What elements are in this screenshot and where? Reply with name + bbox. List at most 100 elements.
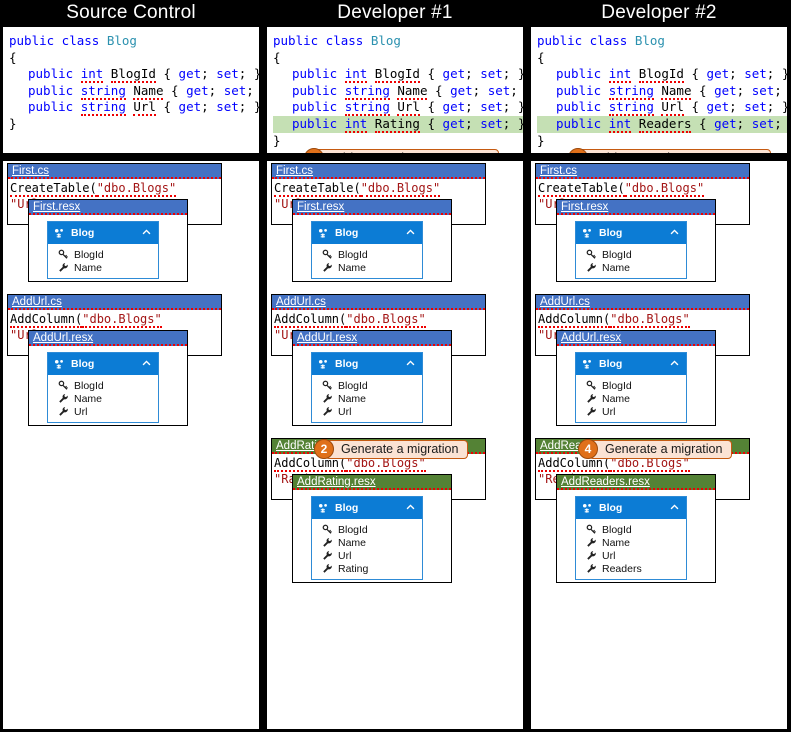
callout-label: Add a Rating property [315, 148, 500, 153]
migration-resx-filename[interactable]: AddUrl.resx [29, 331, 187, 346]
entity-property: BlogId [322, 523, 422, 536]
migration-resx-filename[interactable]: First.resx [557, 200, 715, 215]
chevron-up-icon[interactable] [669, 358, 680, 371]
code-type: string [608, 99, 654, 117]
migration-resx-filename[interactable]: AddUrl.resx [557, 331, 715, 346]
migration-cs-filename[interactable]: First.cs [8, 164, 221, 179]
code-type: string [344, 82, 390, 100]
code-class-line: public class Blog [537, 33, 665, 48]
migration-resx-filename[interactable]: AddReaders.resx [557, 475, 715, 490]
entity-property: BlogId [58, 248, 158, 261]
column-title: Source Control [0, 0, 262, 26]
code-type: string [344, 99, 390, 117]
entity-name: Blog [335, 358, 359, 370]
entity-title-bar[interactable]: Blog [48, 222, 158, 244]
code-class-line: public class Blog [273, 33, 401, 48]
entity-property: Rating [322, 562, 422, 575]
entity-property-label: BlogId [74, 379, 104, 392]
entity-property-label: Name [338, 392, 367, 405]
migration-cs-filename[interactable]: First.cs [536, 164, 749, 179]
class-callout: 3Add a Readers property [568, 148, 771, 153]
entity-title-bar[interactable]: Blog [312, 497, 422, 519]
code-identifier: BlogId [110, 66, 156, 84]
code-type: int [608, 115, 632, 133]
code-property-line: public string Url { get; set; } [537, 99, 787, 117]
code-editor-panel[interactable]: public class Blog{ public int BlogId { ge… [530, 26, 788, 154]
entity-title-bar[interactable]: Blog [48, 353, 158, 375]
code-editor-panel[interactable]: public class Blog{public int BlogId { ge… [2, 26, 260, 154]
entity-property-label: Name [338, 536, 367, 549]
code-property-line: public string Name { get; set; } [273, 82, 523, 100]
migration-resx-filename[interactable]: First.resx [293, 200, 451, 215]
entity-title-bar[interactable]: Blog [312, 222, 422, 244]
entity-property: Name [322, 392, 422, 405]
chevron-up-icon[interactable] [405, 358, 416, 371]
code-identifier: Url [661, 99, 684, 117]
code-identifier: Url [397, 99, 420, 117]
migration-resx-filename[interactable]: First.resx [29, 200, 187, 215]
migration-cs-filename[interactable]: AddUrl.cs [8, 295, 221, 310]
migration-resx-filename[interactable]: AddRating.resx [293, 475, 451, 490]
migration-cs-filename[interactable]: AddUrl.cs [536, 295, 749, 310]
entity-title-bar[interactable]: Blog [576, 353, 686, 375]
entity-property-label: BlogId [338, 523, 368, 536]
chevron-up-icon[interactable] [405, 502, 416, 515]
migration-cs-filename[interactable]: First.cs [272, 164, 485, 179]
chevron-up-icon[interactable] [141, 358, 152, 371]
entity-property-label: Name [602, 392, 631, 405]
code-accessors: { get; set; } [691, 66, 788, 82]
entity-name: Blog [71, 358, 95, 370]
entity-property: BlogId [58, 379, 158, 392]
code-close-brace: } [537, 132, 545, 148]
chevron-up-icon[interactable] [669, 227, 680, 240]
callout-number-badge: 4 [578, 439, 598, 459]
code-property-line: public int BlogId { get; set; } [273, 66, 523, 84]
code-accessors: { get; set; } [163, 66, 260, 82]
code-open-brace: { [9, 49, 17, 65]
entity-property: BlogId [586, 523, 686, 536]
entity-title-bar[interactable]: Blog [312, 353, 422, 375]
entity-title-bar[interactable]: Blog [576, 497, 686, 519]
code-close-brace: } [9, 115, 17, 131]
entity-property: Name [58, 392, 158, 405]
code-identifier: Rating [374, 115, 420, 133]
entity-property: Url [58, 405, 158, 418]
entity-property-label: Url [602, 405, 616, 418]
entity-property: Readers [586, 562, 686, 575]
code-keyword: public [292, 115, 338, 131]
chevron-up-icon[interactable] [669, 502, 680, 515]
entity-title-bar[interactable]: Blog [576, 222, 686, 244]
code-keyword: public [28, 66, 74, 82]
entity-property-label: Readers [602, 562, 642, 575]
code-identifier: BlogId [638, 66, 684, 84]
code-open-brace: { [537, 49, 545, 65]
chevron-up-icon[interactable] [141, 227, 152, 240]
migration-cs-filename[interactable]: AddUrl.cs [272, 295, 485, 310]
code-keyword: public [556, 115, 602, 131]
code-keyword: public [292, 66, 338, 82]
entity-property: BlogId [586, 379, 686, 392]
chevron-up-icon[interactable] [405, 227, 416, 240]
entity-property-label: Rating [338, 562, 369, 575]
entity-property: Url [322, 549, 422, 562]
code-editor-panel[interactable]: public class Blog{public int BlogId { ge… [266, 26, 524, 154]
entity-property-label: BlogId [602, 379, 632, 392]
migration-resx-filename[interactable]: AddUrl.resx [293, 331, 451, 346]
migrations-file-tree: First.csCreateTable("dbo.Blogs""Url"Firs… [530, 160, 788, 730]
code-class-line: public class Blog [9, 33, 137, 48]
